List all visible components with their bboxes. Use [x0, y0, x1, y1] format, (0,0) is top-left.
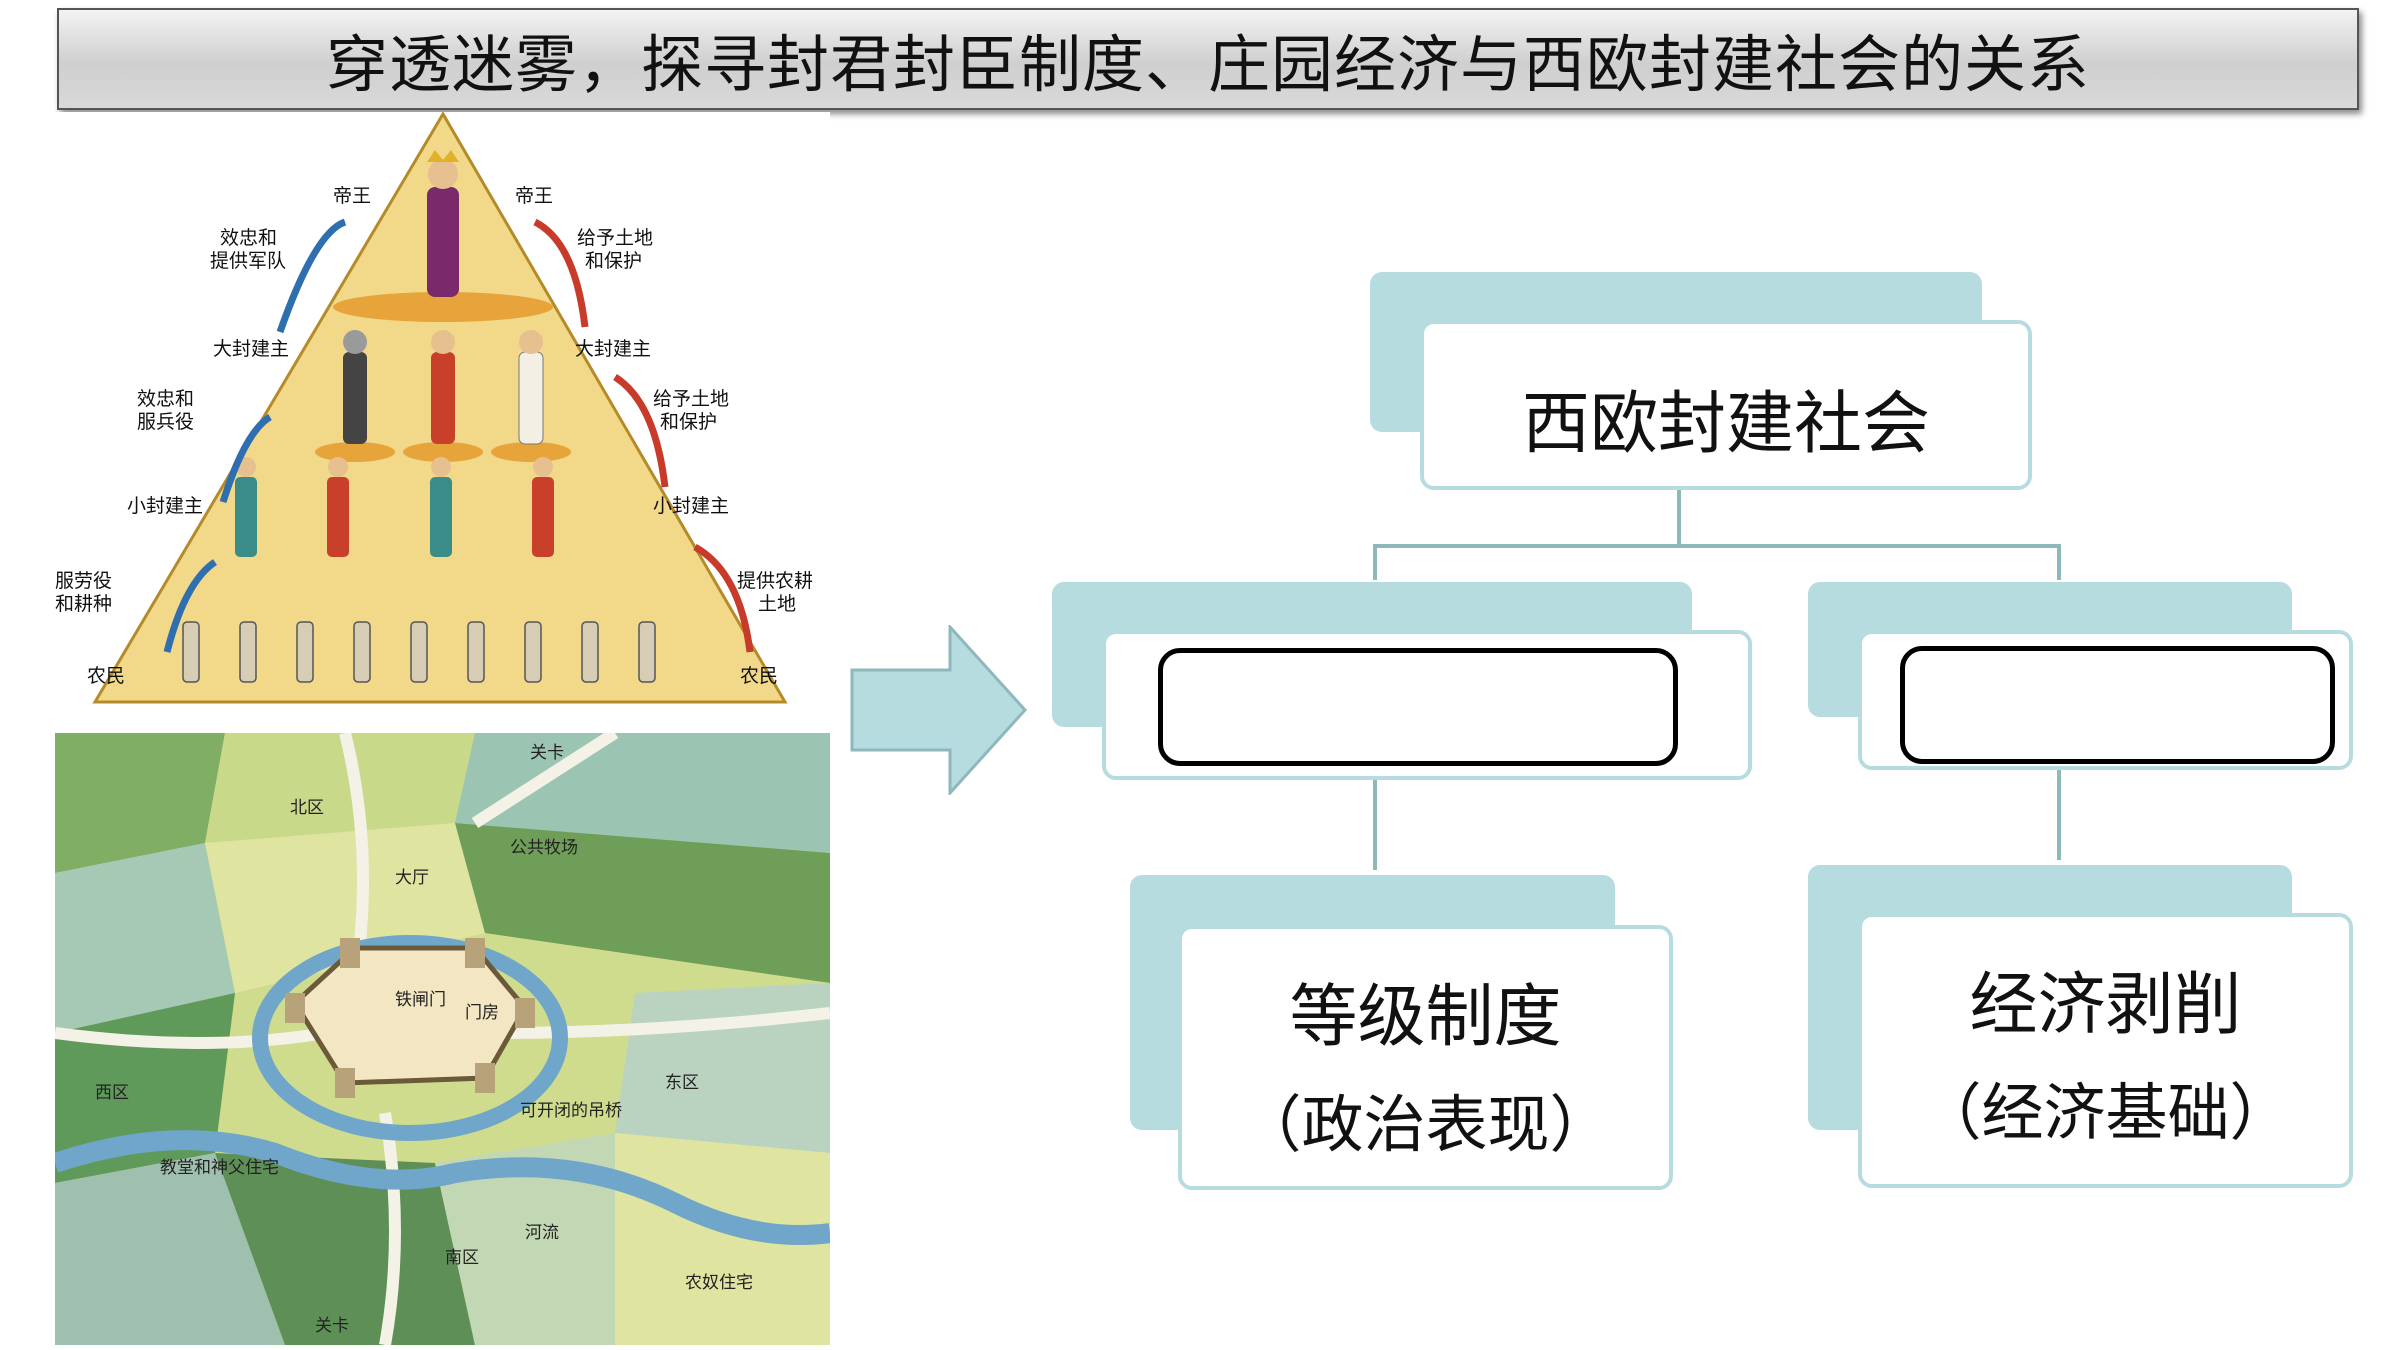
map-label-checkpoint-2: 关卡 — [315, 1316, 349, 1336]
left-label-loyalty-2: 效忠和 — [137, 388, 194, 410]
left-label-peasant: 农民 — [87, 665, 125, 687]
connector-right-lower — [2057, 770, 2061, 860]
map-label-church: 教堂和神父住宅 — [160, 1158, 279, 1178]
map-label-south-district: 南区 — [445, 1248, 479, 1268]
map-label-hall: 大厅 — [395, 868, 429, 888]
map-label-common-pasture: 公共牧场 — [510, 838, 578, 858]
root-node-label: 西欧封建社会 — [1521, 385, 1930, 464]
left-label-farming: 和耕种 — [55, 593, 112, 615]
left-top-blank-box[interactable] — [1158, 648, 1678, 766]
page-title: 穿透迷雾，探寻封君封臣制度、庄园经济与西欧封建社会的关系 — [325, 28, 2090, 101]
left-bottom-label-2: （政治表现） — [1239, 1088, 1612, 1161]
left-label-emperor: 帝王 — [333, 185, 371, 207]
right-label-protection-1: 和保护 — [585, 250, 642, 272]
peasant-figures — [182, 621, 656, 683]
right-label-land: 土地 — [758, 593, 796, 615]
left-label-great-lord: 大封建主 — [213, 338, 289, 360]
right-label-provide-farmland: 提供农耕 — [737, 570, 813, 592]
right-bottom-node: 经济剥削 （经济基础） — [1858, 913, 2353, 1188]
left-bottom-node: 等级制度 （政治表现） — [1178, 925, 1673, 1190]
map-label-drawbridge: 可开闭的吊桥 — [520, 1101, 622, 1121]
left-label-labor-service: 服劳役 — [55, 570, 112, 592]
right-label-grant-land-1: 给予土地 — [577, 227, 653, 249]
connector-root-stem — [1677, 490, 1681, 546]
right-label-small-lord: 小封建主 — [653, 495, 729, 517]
feudal-pyramid-illustration: 帝王 效忠和 提供军队 大封建主 效忠和 服兵役 小封建主 服劳役 和耕种 农民… — [55, 112, 830, 712]
right-top-node — [1858, 630, 2353, 770]
connector-left-lower — [1373, 780, 1377, 870]
map-label-gatehouse: 门房 — [465, 1003, 499, 1023]
left-top-node — [1102, 630, 1752, 780]
loyalty-arrows — [163, 218, 347, 653]
map-label-east-district: 东区 — [665, 1073, 699, 1093]
river — [55, 1130, 830, 1245]
right-label-emperor: 帝王 — [515, 185, 553, 207]
right-top-blank-box[interactable] — [1900, 646, 2335, 764]
right-bottom-label-2: （经济基础） — [1919, 1076, 2292, 1149]
right-arrow-icon — [850, 625, 1028, 795]
right-label-peasant: 农民 — [740, 665, 778, 687]
great-lord-figures — [343, 330, 544, 445]
left-label-provide-army: 提供军队 — [210, 250, 286, 272]
map-label-portcullis: 铁闸门 — [395, 990, 446, 1010]
right-label-great-lord: 大封建主 — [575, 338, 651, 360]
moat — [252, 935, 568, 1141]
root-node: 西欧封建社会 — [1420, 320, 2032, 490]
map-label-west-district: 西区 — [95, 1083, 129, 1103]
manor-map-illustration: 关卡 北区 公共牧场 大厅 铁闸门 门房 西区 东区 可开闭的吊桥 教堂和神父住… — [55, 733, 830, 1345]
right-bottom-label-1: 经济剥削 — [1969, 966, 2242, 1045]
map-label-north-district: 北区 — [290, 798, 324, 818]
castle — [285, 938, 535, 1098]
left-bottom-label-1: 等级制度 — [1289, 978, 1562, 1057]
map-label-river: 河流 — [525, 1223, 559, 1243]
king-figure — [427, 150, 459, 297]
title-bar: 穿透迷雾，探寻封君封臣制度、庄园经济与西欧封建社会的关系 — [57, 8, 2359, 110]
king-platform — [333, 292, 553, 322]
knight-figures — [235, 457, 554, 557]
connector-horizontal — [1375, 544, 2060, 548]
left-label-military-service: 服兵役 — [137, 411, 194, 433]
grant-arrows — [533, 218, 754, 653]
right-label-protection-2: 和保护 — [660, 411, 717, 433]
right-label-grant-land-2: 给予土地 — [653, 388, 729, 410]
map-label-checkpoint-1: 关卡 — [530, 743, 564, 763]
connector-left-drop — [1373, 544, 1377, 580]
map-label-serf-houses: 农奴住宅 — [685, 1273, 753, 1293]
left-label-loyalty-1: 效忠和 — [220, 227, 277, 249]
left-label-small-lord: 小封建主 — [127, 495, 203, 517]
connector-right-drop — [2057, 544, 2061, 580]
